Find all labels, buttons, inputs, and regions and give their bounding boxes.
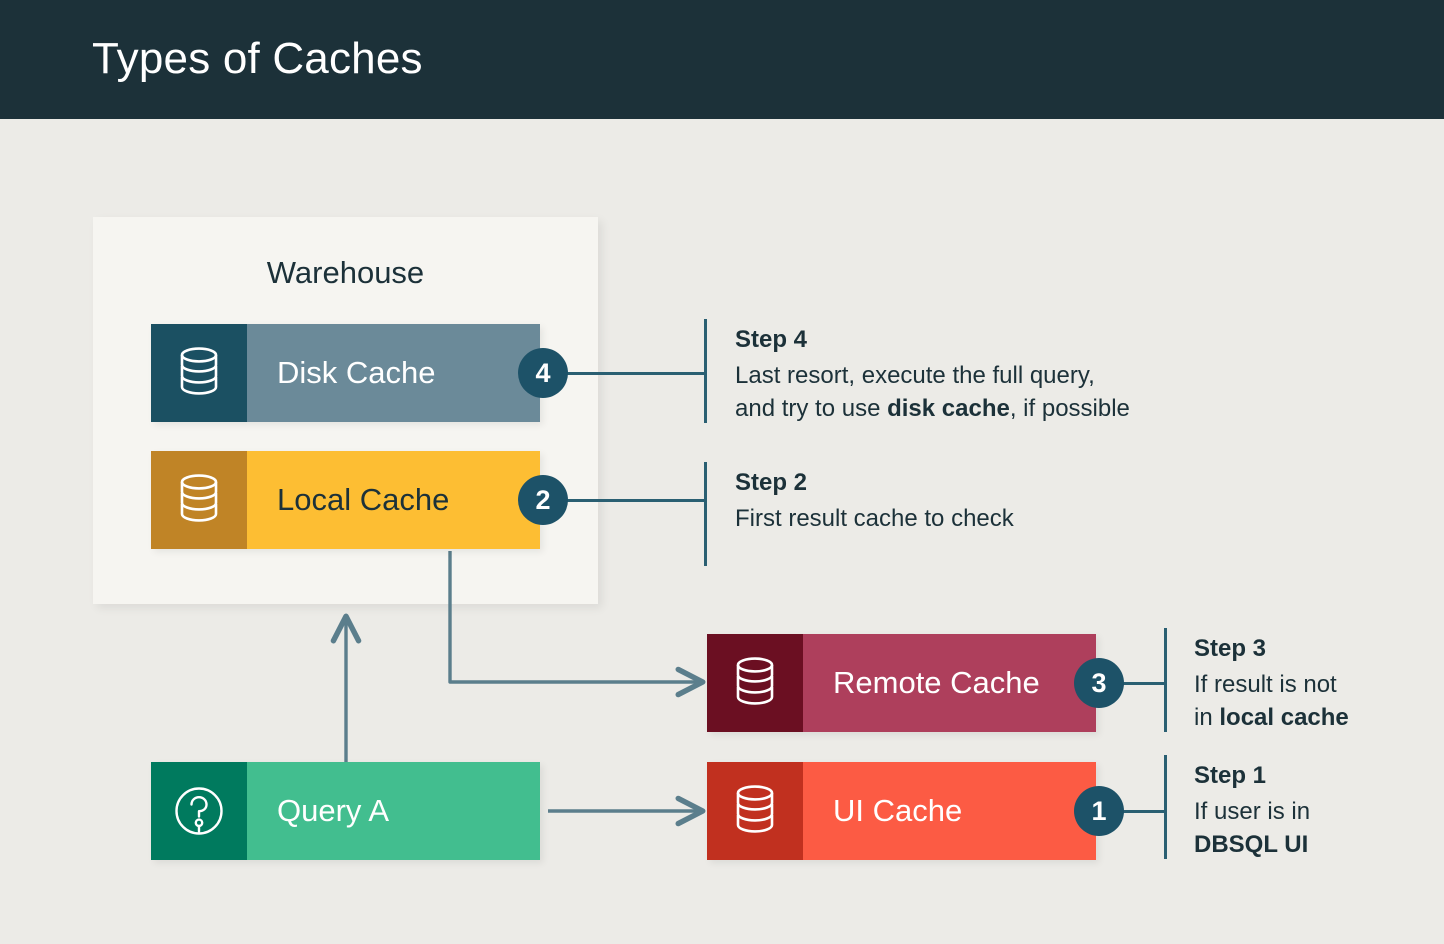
step-2-leader: [566, 499, 706, 502]
step-badge-3[interactable]: 3: [1074, 658, 1124, 708]
step-3-title: Step 3: [1194, 635, 1267, 662]
step-1-line1: If user is in: [1194, 798, 1311, 825]
disk-cache-icon-panel: [151, 324, 247, 422]
page-title: Types of Caches: [92, 34, 423, 83]
remote-cache-label: Remote Cache: [833, 665, 1040, 700]
step-1-line2-bold: DBSQL UI: [1194, 831, 1309, 858]
step-4-leader: [566, 372, 706, 375]
step-1-text: Step 1 If user is in DBSQL UI: [1194, 760, 1439, 861]
remote-cache-body: Remote Cache: [803, 634, 1096, 732]
diagram-canvas: Warehouse Disk Cache: [0, 119, 1444, 944]
step-badge-1[interactable]: 1: [1074, 786, 1124, 836]
database-icon: [736, 657, 774, 705]
database-icon: [736, 785, 774, 833]
step-4-line2: and try to use disk cache, if possible: [735, 392, 1255, 425]
query-a-label: Query A: [277, 793, 389, 828]
step-1-leader: [1120, 810, 1166, 813]
page-header: Types of Caches: [0, 0, 1444, 119]
step-4-bracket: [704, 319, 707, 423]
step-2-title: Step 2: [735, 469, 808, 496]
step-4-line2-post: , if possible: [1009, 395, 1130, 422]
box-query-a[interactable]: Query A: [151, 762, 540, 860]
ui-cache-icon-panel: [707, 762, 803, 860]
ui-cache-body: UI Cache: [803, 762, 1096, 860]
database-icon: [180, 474, 218, 522]
step-4-line2-pre: and try to use: [735, 395, 888, 422]
box-ui-cache[interactable]: UI Cache: [707, 762, 1096, 860]
local-cache-label: Local Cache: [277, 482, 450, 517]
step-3-line1: If result is not: [1194, 671, 1337, 698]
step-2-text: Step 2 First result cache to check: [735, 467, 1255, 535]
remote-cache-icon-panel: [707, 634, 803, 732]
disk-cache-label: Disk Cache: [277, 355, 436, 390]
step-3-bracket: [1164, 628, 1167, 732]
step-2-bracket: [704, 462, 707, 566]
step-4-line2-bold: disk cache: [887, 395, 1010, 422]
step-3-line2: in local cache: [1194, 701, 1439, 734]
step-3-line2-pre: in: [1194, 704, 1220, 731]
box-local-cache[interactable]: Local Cache: [151, 451, 540, 549]
step-4-line1: Last resort, execute the full query,: [735, 362, 1095, 389]
database-icon: [180, 347, 218, 395]
step-1-title: Step 1: [1194, 762, 1267, 789]
question-circle-icon: [175, 787, 223, 835]
box-remote-cache[interactable]: Remote Cache: [707, 634, 1096, 732]
step-2-line1: First result cache to check: [735, 505, 1014, 532]
warehouse-label: Warehouse: [266, 255, 425, 290]
step-4-title: Step 4: [735, 326, 808, 353]
ui-cache-label: UI Cache: [833, 793, 963, 828]
disk-cache-body: Disk Cache: [247, 324, 540, 422]
step-3-leader: [1120, 682, 1166, 685]
step-4-text: Step 4 Last resort, execute the full que…: [735, 324, 1255, 425]
local-cache-body: Local Cache: [247, 451, 540, 549]
step-badge-2[interactable]: 2: [518, 475, 568, 525]
query-a-body: Query A: [247, 762, 540, 860]
step-badge-4[interactable]: 4: [518, 348, 568, 398]
step-1-line2: DBSQL UI: [1194, 828, 1439, 861]
step-1-bracket: [1164, 755, 1167, 859]
local-cache-icon-panel: [151, 451, 247, 549]
step-3-text: Step 3 If result is not in local cache: [1194, 633, 1439, 734]
step-3-line2-bold: local cache: [1219, 704, 1349, 731]
query-a-icon-panel: [151, 762, 247, 860]
box-disk-cache[interactable]: Disk Cache: [151, 324, 540, 422]
